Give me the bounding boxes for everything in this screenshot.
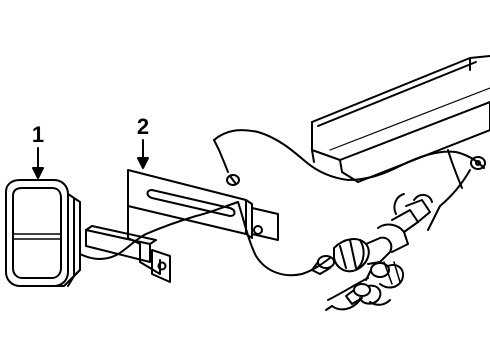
- upper-harness: [213, 129, 486, 231]
- lower-harness: [145, 201, 369, 301]
- connector-cluster: [311, 193, 433, 311]
- callout-1: 1: [32, 122, 44, 179]
- lamp-assembly: [5, 179, 81, 287]
- lamp-pigtail-wire: [79, 233, 147, 260]
- callout-label-1: 1: [32, 122, 44, 147]
- mounting-bracket: [85, 169, 279, 283]
- callout-2: 2: [137, 114, 149, 169]
- frame-rail: [311, 55, 490, 183]
- callout-label-2: 2: [137, 114, 149, 139]
